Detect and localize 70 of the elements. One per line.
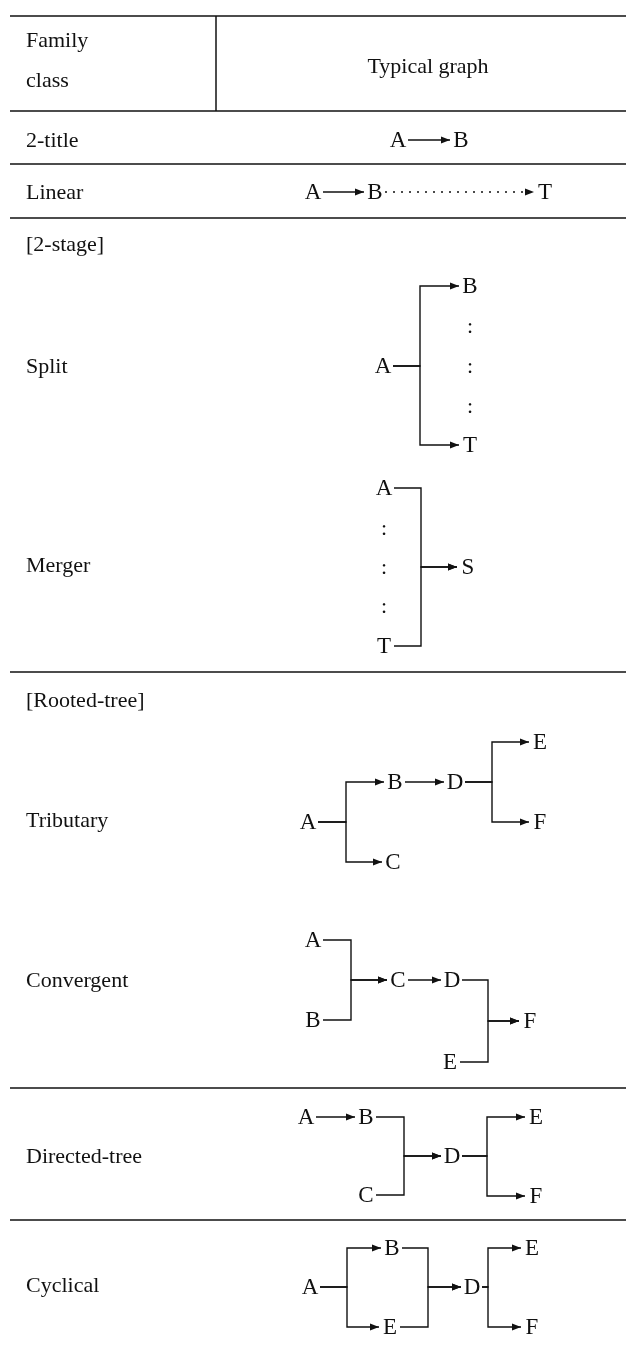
- node-letter: F: [525, 1183, 547, 1209]
- arrow: [315, 1113, 356, 1121]
- row-label: [2-stage]: [26, 231, 105, 257]
- node-letter: A: [295, 1104, 317, 1130]
- row-label: Directed-tree: [26, 1143, 143, 1169]
- ellipsis-dots: :: [466, 353, 474, 379]
- arrow: [459, 1017, 520, 1063]
- arrow: [319, 1286, 380, 1331]
- node-letter: A: [302, 179, 324, 205]
- column-header: Family class: [26, 26, 90, 94]
- row-label: Merger: [26, 552, 91, 578]
- arrow: [384, 188, 535, 196]
- node-letter: A: [299, 1274, 321, 1300]
- node-letter: B: [355, 1104, 377, 1130]
- row-label: Split: [26, 353, 68, 379]
- row-label: [Rooted-tree]: [26, 687, 145, 713]
- node-letter: B: [364, 179, 386, 205]
- node-letter: T: [534, 179, 556, 205]
- node-letter: F: [519, 1008, 541, 1034]
- row-label: 2-title: [26, 127, 79, 153]
- arrow: [393, 563, 458, 647]
- node-letter: C: [387, 967, 409, 993]
- node-letter: B: [381, 1235, 403, 1261]
- ellipsis-dots: :: [380, 593, 388, 619]
- node-letter: B: [302, 1007, 324, 1033]
- node-letter: E: [379, 1314, 401, 1340]
- node-letter: C: [382, 849, 404, 875]
- node-letter: B: [459, 273, 481, 299]
- arrow: [407, 976, 442, 984]
- node-letter: T: [459, 432, 481, 458]
- arrow: [317, 821, 383, 866]
- node-letter: D: [441, 967, 463, 993]
- node-letter: D: [444, 769, 466, 795]
- column-header: Typical graph: [367, 53, 489, 79]
- node-letter: A: [372, 353, 394, 379]
- node-letter: E: [529, 729, 551, 755]
- node-letter: D: [461, 1274, 483, 1300]
- row-label: Cyclical: [26, 1272, 100, 1298]
- node-letter: A: [297, 809, 319, 835]
- node-letter: F: [521, 1314, 543, 1340]
- node-letter: A: [302, 927, 324, 953]
- ellipsis-dots: :: [380, 515, 388, 541]
- node-letter: A: [373, 475, 395, 501]
- arrow: [399, 1283, 462, 1328]
- arrow: [407, 136, 451, 144]
- node-letter: B: [384, 769, 406, 795]
- node-letter: A: [387, 127, 409, 153]
- row-label: Tributary: [26, 807, 109, 833]
- node-letter: B: [450, 127, 472, 153]
- arrow: [375, 1152, 442, 1196]
- arrow: [392, 365, 460, 449]
- ellipsis-dots: :: [466, 313, 474, 339]
- arrow: [404, 778, 445, 786]
- ellipsis-dots: :: [380, 554, 388, 580]
- row-label: Convergent: [26, 967, 129, 993]
- node-letter: C: [355, 1182, 377, 1208]
- node-letter: E: [521, 1235, 543, 1261]
- arrow: [464, 781, 530, 826]
- arrow: [481, 1286, 522, 1331]
- node-letter: E: [525, 1104, 547, 1130]
- node-letter: F: [529, 809, 551, 835]
- ellipsis-dots: :: [466, 393, 474, 419]
- row-label: Linear: [26, 179, 84, 205]
- arrow: [322, 976, 388, 1021]
- arrow: [461, 1155, 526, 1200]
- node-letter: E: [439, 1049, 461, 1075]
- node-letter: S: [457, 554, 479, 580]
- node-letter: T: [373, 633, 395, 659]
- node-letter: D: [441, 1143, 463, 1169]
- arrow: [322, 188, 365, 196]
